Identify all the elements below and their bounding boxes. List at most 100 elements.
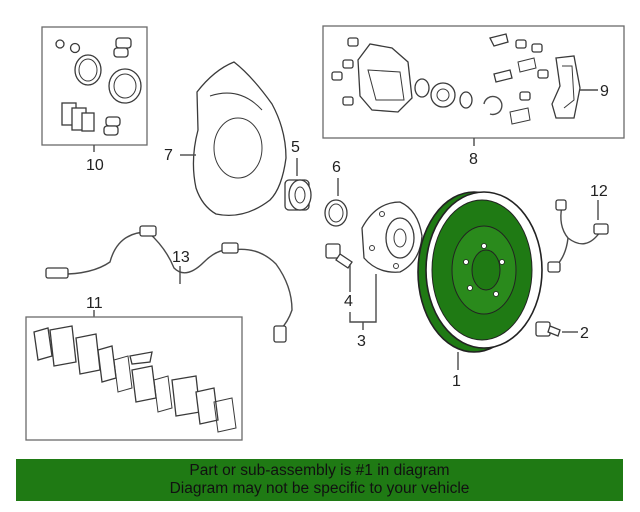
guide-pin xyxy=(489,33,509,47)
pin-boot xyxy=(515,39,527,49)
pin-boot xyxy=(537,69,549,79)
brake-pad xyxy=(131,365,157,403)
rotor-bolt-head xyxy=(535,321,551,337)
hub-stud-hole xyxy=(369,245,375,251)
callout-12: 12 xyxy=(590,183,608,200)
boot-ring-inner xyxy=(113,73,137,99)
rotor-lug-hole xyxy=(467,285,473,291)
rotor-lug-hole xyxy=(463,259,469,265)
hub-bore xyxy=(393,228,407,248)
callout-11: 11 xyxy=(86,295,103,312)
pad-shim xyxy=(33,327,53,361)
splash-shield-hole xyxy=(213,117,263,179)
guide-pin xyxy=(493,69,513,83)
seal-kit-part xyxy=(55,39,65,49)
callout-10: 10 xyxy=(86,157,104,174)
splash-shield-group[interactable]: 7 xyxy=(164,61,287,217)
harness-connector xyxy=(45,267,69,279)
seal-kit-part xyxy=(105,116,121,127)
wear-sensor-group[interactable]: 12 xyxy=(547,183,609,273)
seal-kit-part xyxy=(69,42,81,54)
shim-part xyxy=(81,112,95,132)
banner-line-1: Part or sub-assembly is #1 in diagram xyxy=(189,462,450,479)
rotor-bolt-group[interactable]: 2 xyxy=(535,321,589,342)
hub-stud-hole xyxy=(379,211,385,217)
pad-shim xyxy=(213,397,237,433)
caliper-body-detail xyxy=(367,69,405,101)
caliper-body xyxy=(357,43,413,113)
callout-9: 9 xyxy=(600,83,609,100)
rotor-lug-hole xyxy=(481,243,487,249)
snap-ring-group[interactable]: 6 xyxy=(324,159,348,227)
callout-2: 2 xyxy=(580,325,589,342)
leader-3 xyxy=(349,274,377,323)
caliper-bolt xyxy=(342,96,354,106)
hub-bolt-head xyxy=(325,243,341,259)
part-info-banner: Part or sub-assembly is #1 in diagram Di… xyxy=(16,459,623,501)
seal-kit-part xyxy=(115,37,132,49)
brake-pads-group[interactable]: 11 xyxy=(25,295,243,441)
banner-line-2: Diagram may not be specific to your vehi… xyxy=(169,480,470,497)
harness-clip xyxy=(221,242,239,254)
caliper-bolt xyxy=(331,71,343,81)
harness-sensor xyxy=(273,325,287,343)
rotor-center-bore xyxy=(471,249,501,291)
wear-sensor-connector xyxy=(555,199,567,211)
abs-harness-group[interactable]: 13 xyxy=(45,225,293,343)
piston xyxy=(430,82,456,108)
callout-7: 7 xyxy=(164,147,173,164)
abs-harness-wire xyxy=(49,231,293,331)
pin-boot xyxy=(519,91,531,101)
hub-stud-hole xyxy=(393,263,399,269)
caliper-bolt xyxy=(342,59,354,69)
caliper-assembly-group[interactable]: 9 8 xyxy=(322,25,625,168)
brake-pad xyxy=(49,325,77,367)
pad-spring xyxy=(517,57,537,73)
rotor-bolt-shank xyxy=(547,325,561,337)
seal-kit-part xyxy=(113,47,129,58)
bearing-face xyxy=(288,179,312,211)
snap-ring-inner xyxy=(328,203,344,223)
hub-group[interactable]: 4 3 xyxy=(325,201,423,350)
caliper-bracket-detail xyxy=(562,65,575,109)
harness-clip xyxy=(139,225,157,237)
hub-center xyxy=(385,217,415,259)
splash-shield xyxy=(192,61,287,217)
retaining-clip xyxy=(483,95,503,116)
pad-shim xyxy=(195,387,219,425)
piston-inner xyxy=(436,88,450,102)
rotor-lug-hole xyxy=(499,259,505,265)
rotor-lug-hole xyxy=(493,291,499,297)
brake-pad xyxy=(171,375,201,417)
pad-clip xyxy=(113,355,133,393)
brake-rotor-group[interactable]: 1 xyxy=(417,191,543,390)
snap-ring xyxy=(324,199,348,227)
pin-boot xyxy=(531,43,543,53)
wear-sensor-clip xyxy=(547,261,561,273)
caliper-bolt xyxy=(347,37,359,47)
callout-5: 5 xyxy=(291,139,300,156)
piston-boot xyxy=(459,91,473,109)
bearing-group[interactable]: 5 xyxy=(284,139,312,211)
callout-1: 1 xyxy=(452,373,461,390)
bearing-bore xyxy=(294,186,306,204)
pad-shim xyxy=(97,345,117,383)
wear-sensor-tip xyxy=(593,223,609,235)
seal-kit-group[interactable]: 10 xyxy=(41,26,148,174)
callout-6: 6 xyxy=(332,159,341,176)
piston-seal xyxy=(414,78,430,98)
pad-shim xyxy=(153,375,173,413)
brake-pad xyxy=(75,333,101,375)
callout-4: 4 xyxy=(344,293,353,310)
hub-bolt-shank xyxy=(335,253,353,269)
wear-indicator xyxy=(129,351,153,365)
caliper-bracket xyxy=(551,55,581,119)
callout-8: 8 xyxy=(469,151,478,168)
splash-shield-detail xyxy=(209,92,263,111)
seal-kit-part xyxy=(103,125,119,136)
callout-13: 13 xyxy=(172,249,190,266)
pad-clip xyxy=(509,107,531,125)
callout-3: 3 xyxy=(357,333,366,350)
seal-ring-inner xyxy=(78,58,98,82)
